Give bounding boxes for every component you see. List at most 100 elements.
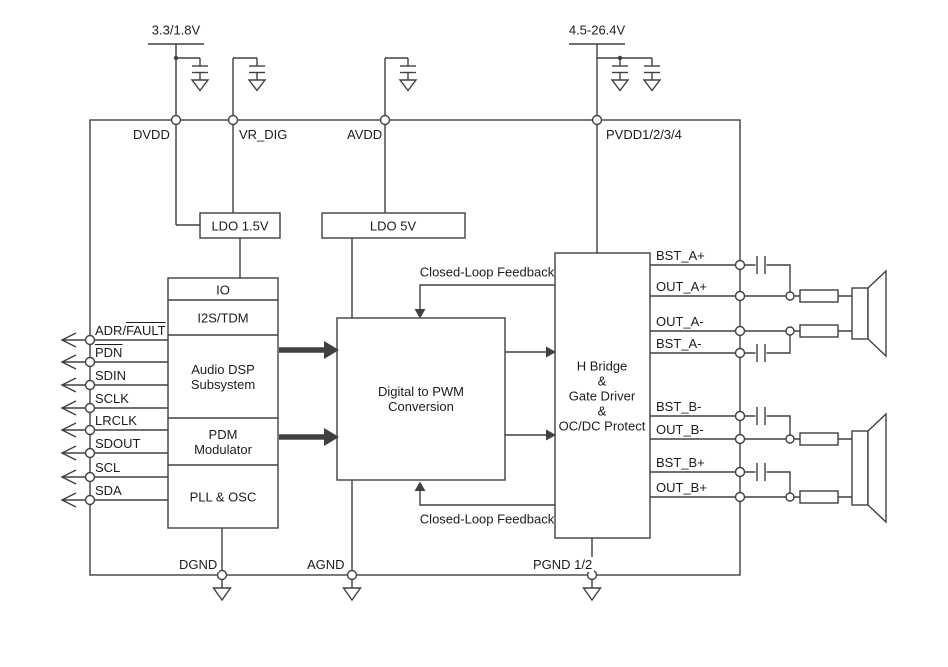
ground-icon xyxy=(342,587,362,602)
pin-circle xyxy=(84,402,96,414)
pin-circle xyxy=(734,325,746,337)
out-pin xyxy=(650,324,852,338)
capacitor-icon xyxy=(612,58,628,80)
feedback-bottom-line xyxy=(419,490,555,506)
pin-circle xyxy=(84,356,96,368)
digital-supply-network xyxy=(148,43,210,226)
pin-label-out-b-plus: OUT_B+ xyxy=(656,480,707,495)
pin-label-sdout: SDOUT xyxy=(95,436,141,451)
pin-circle xyxy=(591,114,603,126)
input-pin xyxy=(60,332,168,348)
pin-circle xyxy=(84,334,96,346)
pin-label-lrclk: LRCLK xyxy=(95,413,137,428)
speaker-cone xyxy=(867,412,887,524)
pin-label-avdd: AVDD xyxy=(347,127,383,142)
block-label-pll: PLL & OSC xyxy=(189,489,257,505)
filter-resistor xyxy=(799,490,839,504)
junction-circle xyxy=(785,326,795,336)
pin-label-text: SCL xyxy=(95,460,121,475)
pin-circle xyxy=(170,114,182,126)
block-label-pdm: PDM Modulator xyxy=(194,427,252,457)
junction-circle xyxy=(785,291,795,301)
pin-label-dvdd: DVDD xyxy=(133,127,170,142)
pin-label-adr-fault: ADR/FAULT xyxy=(95,323,166,338)
bst-pin xyxy=(650,463,791,497)
speaker-cone xyxy=(867,269,887,358)
bst-pin xyxy=(650,256,791,296)
capacitor-icon xyxy=(756,256,766,274)
pin-circle xyxy=(84,494,96,506)
right-pin-lines xyxy=(650,256,852,504)
vrdig-network xyxy=(232,57,267,213)
pin-label-text: SDA xyxy=(95,483,122,498)
ground-pins xyxy=(212,480,602,602)
pin-circle xyxy=(84,424,96,436)
block-label-i2s: I2S/TDM xyxy=(197,310,249,326)
pin-label-dgnd: DGND xyxy=(177,557,220,572)
supply-label-digital: 3.3/1.8V xyxy=(151,22,201,38)
speaker-a xyxy=(851,269,887,358)
pin-circle xyxy=(346,569,358,581)
pin-circle xyxy=(84,379,96,391)
hbridge-block-label: H Bridge & Gate Driver & OC/DC Protect xyxy=(558,358,646,434)
out-pin xyxy=(650,490,852,504)
left-pin-lines xyxy=(60,332,168,508)
pin-label-bst-a-minus: BST_A- xyxy=(656,336,702,351)
pin-label-out-b-minus: OUT_B- xyxy=(656,422,704,437)
block-label-io: IO xyxy=(216,282,230,298)
input-pin xyxy=(60,445,168,461)
ldo5-label: LDO 5V xyxy=(369,218,417,234)
filter-resistor xyxy=(799,289,839,303)
capacitor-icon xyxy=(400,58,416,80)
signal-arrows xyxy=(279,341,556,446)
pin-circle xyxy=(734,259,746,271)
pin-label-pvdd: PVDD1/2/3/4 xyxy=(606,127,682,142)
capacitor-icon xyxy=(192,58,208,80)
avdd-network xyxy=(384,57,418,213)
pin-label-sdin: SDIN xyxy=(95,368,126,383)
pgnd-pin xyxy=(582,538,602,602)
capacitor-icon xyxy=(756,344,766,362)
ground-icon xyxy=(610,79,630,92)
pwm-block-label: Digital to PWM Conversion xyxy=(378,384,464,414)
junction-circle xyxy=(785,434,795,444)
pin-label-bst-b-minus: BST_B- xyxy=(656,399,702,414)
pin-circle xyxy=(227,114,239,126)
ground-icon xyxy=(582,587,602,602)
speaker-b xyxy=(851,412,887,524)
pin-circle xyxy=(734,466,746,478)
pin-circle xyxy=(216,569,228,581)
pin-label-vrdig: VR_DIG xyxy=(239,127,288,142)
pin-circle xyxy=(84,447,96,459)
ground-icon xyxy=(212,587,232,602)
ground-icon xyxy=(247,79,267,92)
pin-label-text: LRCLK xyxy=(95,413,137,428)
pin-circle xyxy=(734,347,746,359)
pwm-conversion-block xyxy=(336,317,506,481)
out-pin xyxy=(650,432,852,446)
capacitor-icon xyxy=(756,463,766,481)
input-pin xyxy=(60,400,168,416)
speaker-icon xyxy=(851,430,869,506)
pin-label-pgnd: PGND 1/2 xyxy=(531,557,595,572)
pin-label-agnd: AGND xyxy=(305,557,347,572)
input-pin xyxy=(60,492,168,508)
supply-label-power: 4.5-26.4V xyxy=(568,22,626,38)
filter-resistor xyxy=(799,324,839,338)
pin-circle xyxy=(84,471,96,483)
ldo15-label: LDO 1.5V xyxy=(211,218,269,234)
out-pin xyxy=(650,289,852,303)
dgnd-pin xyxy=(212,528,232,602)
capacitor-icon xyxy=(644,58,660,80)
pin-circle xyxy=(734,410,746,422)
pin-label-text: SCLK xyxy=(95,391,129,406)
pin-label-scl: SCL xyxy=(95,460,120,475)
input-pin xyxy=(60,469,168,485)
feedback-paths xyxy=(414,284,555,506)
pin-label-sda: SDA xyxy=(95,483,122,498)
ground-icon xyxy=(190,79,210,92)
feedback-bottom-label: Closed-Loop Feedback xyxy=(419,511,555,527)
ground-icon xyxy=(642,79,662,92)
